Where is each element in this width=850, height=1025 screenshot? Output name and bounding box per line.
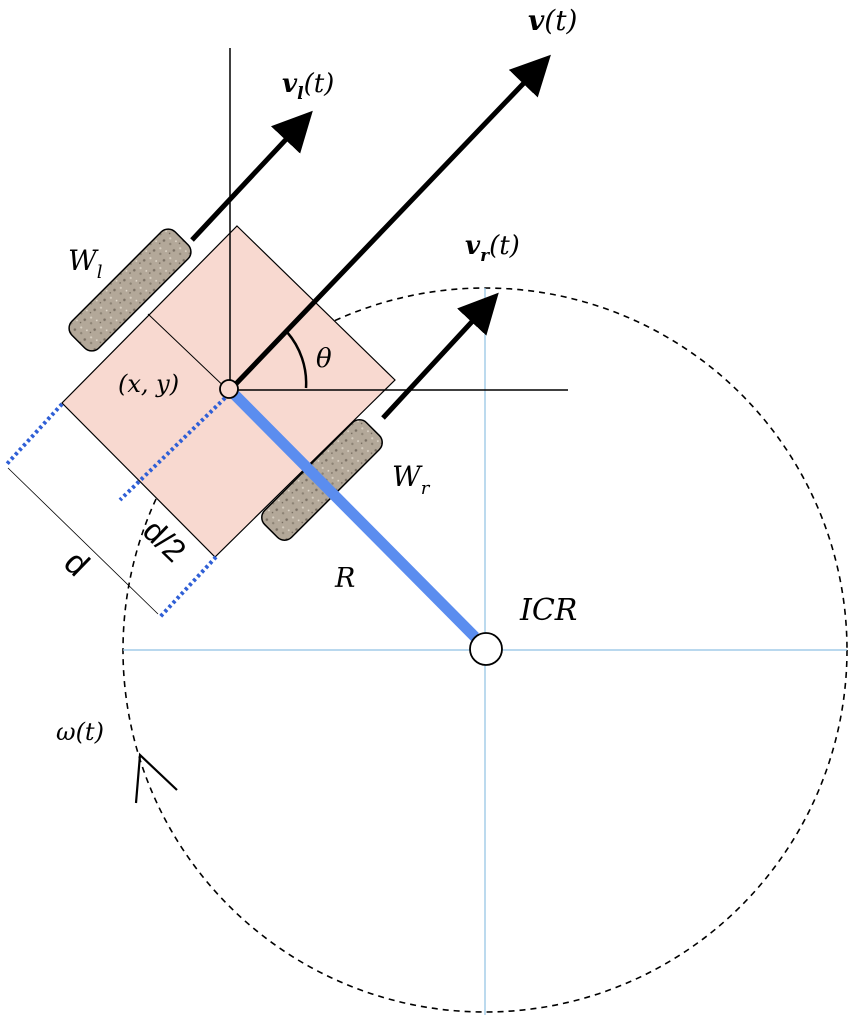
icr-point bbox=[469, 632, 503, 666]
velocity-arrow-left bbox=[190, 110, 313, 242]
velocity-arrow-right bbox=[381, 292, 499, 420]
label-wheel-right: Wr bbox=[392, 460, 431, 499]
label-theta: θ bbox=[316, 344, 332, 374]
velocity-arrow-center bbox=[230, 54, 551, 390]
label-wheel-left: Wl bbox=[68, 244, 103, 283]
label-omega: ω(t) bbox=[56, 718, 104, 746]
label-icr: ICR bbox=[519, 593, 577, 628]
label-velocity-right: vr(t) bbox=[465, 231, 520, 266]
label-velocity: v(t) bbox=[528, 4, 577, 37]
label-width: d bbox=[56, 543, 96, 583]
theta-arc bbox=[286, 331, 308, 389]
dimension-edge-left bbox=[4, 402, 64, 467]
label-velocity-left: vl(t) bbox=[282, 69, 334, 104]
label-position: (x, y) bbox=[118, 370, 179, 398]
omega-direction-marker bbox=[134, 752, 178, 804]
label-radius: R bbox=[334, 563, 355, 594]
dimension-line-d bbox=[7, 467, 159, 615]
dimension-edge-right bbox=[158, 555, 218, 619]
radius-bar bbox=[226, 386, 479, 641]
wheel-left bbox=[68, 228, 192, 352]
dimension-edge-mid bbox=[118, 396, 227, 502]
center-point bbox=[219, 379, 239, 399]
